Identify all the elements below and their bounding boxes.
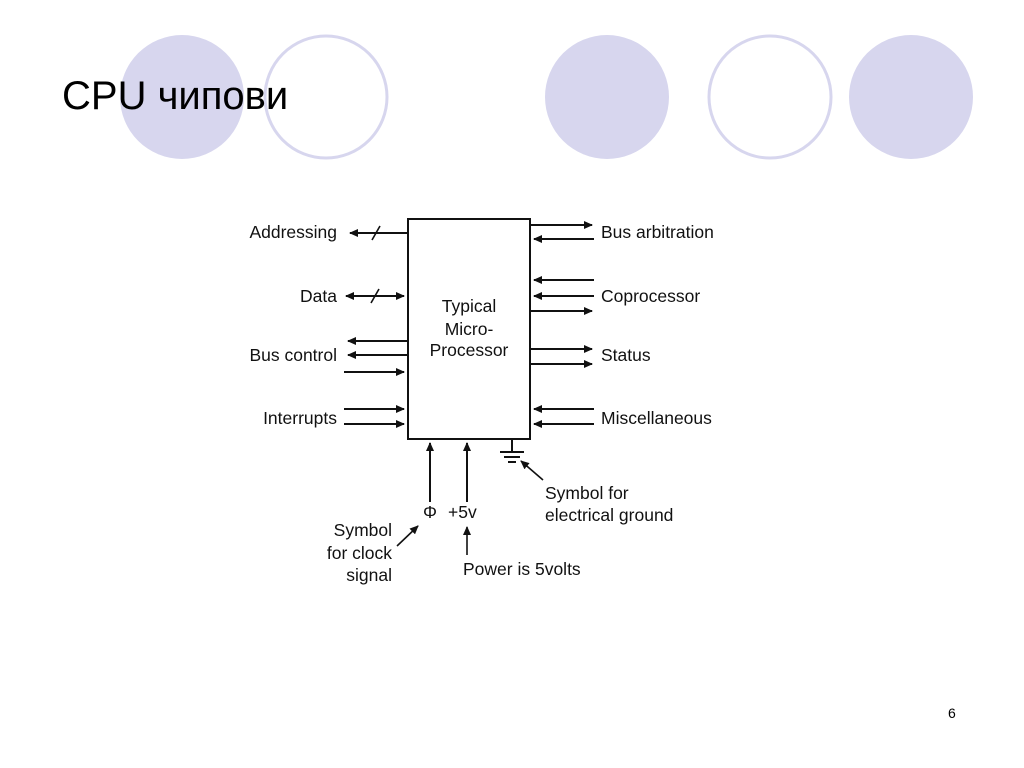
clock-note-line-1: Symbol [334, 520, 392, 540]
interrupt-lines [344, 405, 405, 428]
status-lines [530, 345, 593, 368]
microprocessor-chip [407, 218, 531, 440]
coprocessor-lines [530, 276, 594, 315]
chip-label-line-2: Micro- [445, 319, 494, 339]
label-interrupts: Interrupts [263, 408, 337, 428]
ground-note-line-2: electrical ground [545, 505, 673, 525]
decor-circle-filled [120, 35, 244, 159]
bus-control-lines [344, 337, 408, 376]
label-miscellaneous: Miscellaneous [601, 408, 712, 428]
ground-note-arrow [520, 460, 544, 481]
header-decoration [120, 34, 973, 160]
decor-circle-filled [849, 35, 973, 159]
slide-title: CPU чипови [62, 74, 289, 118]
label-bus-control: Bus control [249, 345, 337, 365]
clock-symbol: Φ [423, 502, 437, 522]
label-data: Data [300, 286, 337, 306]
power-note: Power is 5volts [463, 559, 581, 579]
decor-circle-outline [707, 34, 833, 160]
page-number: 6 [948, 705, 956, 721]
label-coprocessor: Coprocessor [601, 286, 700, 306]
decor-circle-filled [545, 35, 669, 159]
chip-label-line-3: Processor [430, 340, 509, 360]
clock-note-line-3: signal [346, 565, 392, 585]
ground-icon [500, 439, 524, 463]
clock-note-line-2: for clock [327, 543, 392, 563]
decor-circle-outline [263, 34, 389, 160]
clock-note-arrow [396, 525, 419, 547]
label-addressing: Addressing [249, 222, 337, 242]
label-bus-arbitration: Bus arbitration [601, 222, 714, 242]
data-lines [345, 288, 405, 304]
power-label: +5v [448, 502, 477, 522]
addressing-lines [349, 225, 408, 241]
miscellaneous-lines [533, 405, 594, 428]
ground-note-line-1: Symbol for [545, 483, 629, 503]
label-status: Status [601, 345, 651, 365]
chip-label-line-1: Typical [442, 296, 496, 316]
bus-arbitration-lines [530, 221, 594, 243]
